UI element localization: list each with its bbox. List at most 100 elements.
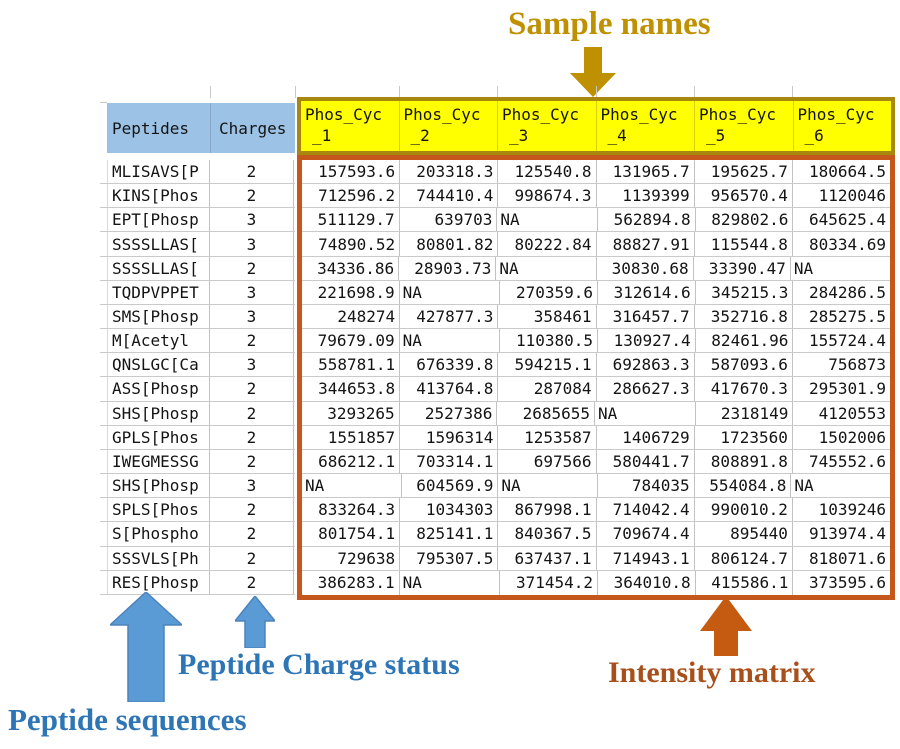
intensity-cell[interactable]: 82461.96 bbox=[696, 329, 794, 353]
intensity-cell[interactable]: NA bbox=[595, 401, 696, 425]
intensity-cell[interactable]: 1253587 bbox=[498, 425, 597, 449]
intensity-cell[interactable]: 386283.1 bbox=[302, 570, 400, 595]
intensity-cell[interactable]: 155724.4 bbox=[808, 331, 887, 351]
charge-cell[interactable]: 2 bbox=[210, 449, 294, 474]
intensity-cell[interactable]: 825141.1 bbox=[400, 522, 499, 546]
charge-cell[interactable]: 3 bbox=[210, 232, 294, 256]
intensity-cell[interactable]: 840367.5 bbox=[498, 522, 597, 546]
peptide-cell[interactable]: SHS[Phosp bbox=[107, 401, 210, 425]
intensity-cell[interactable]: 284286.5 bbox=[808, 282, 887, 302]
intensity-cell[interactable]: 744410.4 bbox=[400, 184, 499, 208]
intensity-cell[interactable]: 511129.7 bbox=[302, 208, 400, 232]
intensity-cell[interactable]: 697566 bbox=[498, 449, 597, 474]
intensity-cell[interactable]: 1723560 bbox=[695, 425, 793, 449]
intensity-cell[interactable]: 709674.4 bbox=[597, 522, 695, 546]
intensity-cell[interactable]: 3293265 bbox=[302, 401, 400, 425]
intensity-cell[interactable]: 587093.6 bbox=[695, 353, 793, 377]
charge-cell[interactable]: 2 bbox=[210, 546, 294, 570]
intensity-cell[interactable]: 1120046 bbox=[818, 186, 887, 206]
intensity-cell[interactable]: 352716.8 bbox=[695, 304, 793, 329]
charge-cell[interactable]: 3 bbox=[210, 304, 294, 329]
peptide-cell[interactable]: SSSSLLAS[ bbox=[107, 256, 210, 280]
intensity-cell[interactable]: 33390.47 bbox=[694, 256, 791, 280]
charge-cell[interactable]: 2 bbox=[210, 570, 294, 594]
charges-column-header[interactable]: Charges bbox=[210, 103, 295, 153]
intensity-cell[interactable]: 80334.69 bbox=[808, 234, 887, 254]
intensity-cell[interactable]: 131965.7 bbox=[597, 160, 695, 184]
peptide-cell[interactable]: IWEGMESSG bbox=[107, 449, 210, 474]
intensity-cell[interactable]: 913974.4 bbox=[808, 524, 887, 544]
peptides-column-header[interactable]: Peptides bbox=[112, 118, 190, 138]
intensity-cell[interactable]: NA bbox=[302, 474, 402, 498]
charge-cell[interactable]: 2 bbox=[210, 522, 294, 546]
intensity-cell[interactable]: 74890.52 bbox=[302, 232, 401, 256]
intensity-cell[interactable]: 34336.86 bbox=[302, 256, 400, 280]
charge-cell[interactable]: 2 bbox=[210, 184, 294, 208]
intensity-cell[interactable]: 801754.1 bbox=[302, 522, 401, 546]
intensity-cell[interactable]: NA bbox=[400, 280, 501, 304]
intensity-cell[interactable]: 714042.4 bbox=[597, 498, 695, 522]
peptide-cell[interactable]: SPLS[Phos bbox=[107, 498, 210, 522]
intensity-cell[interactable]: 28903.73 bbox=[399, 256, 497, 280]
intensity-cell[interactable]: 110380.5 bbox=[500, 329, 599, 353]
charge-cell[interactable]: 3 bbox=[210, 208, 294, 232]
peptide-cell[interactable]: S[Phospho bbox=[107, 522, 210, 546]
intensity-cell[interactable]: 829802.6 bbox=[696, 208, 794, 232]
peptide-cell[interactable]: SHS[Phosp bbox=[107, 474, 210, 498]
intensity-cell[interactable]: 80222.84 bbox=[498, 232, 597, 256]
intensity-cell[interactable]: 285275.5 bbox=[808, 307, 887, 327]
intensity-cell[interactable]: 427877.3 bbox=[400, 304, 499, 329]
intensity-cell[interactable]: 562894.8 bbox=[598, 208, 696, 232]
intensity-cell[interactable]: NA bbox=[400, 329, 501, 353]
intensity-cell[interactable]: 1406729 bbox=[597, 425, 695, 449]
charge-cell[interactable]: 2 bbox=[210, 256, 294, 280]
sample-column-header[interactable]: Phos_Cyc_2 bbox=[398, 101, 498, 151]
intensity-cell[interactable]: 806124.7 bbox=[695, 546, 793, 570]
intensity-cell[interactable]: 345215.3 bbox=[696, 280, 794, 304]
sample-column-header[interactable]: Phos_Cyc_3 bbox=[497, 101, 596, 151]
charge-cell[interactable]: 2 bbox=[210, 160, 294, 184]
peptide-cell[interactable]: MLISAVS[P bbox=[107, 160, 210, 184]
sample-column-header[interactable]: Phos_Cyc_1 bbox=[305, 105, 383, 145]
intensity-cell[interactable]: 295301.9 bbox=[808, 379, 887, 399]
intensity-cell[interactable]: NA bbox=[498, 474, 599, 498]
intensity-cell[interactable]: 729638 bbox=[302, 546, 401, 570]
intensity-cell[interactable]: 79679.09 bbox=[302, 329, 400, 353]
intensity-cell[interactable]: 88827.91 bbox=[597, 232, 695, 256]
intensity-cell[interactable]: 795307.5 bbox=[400, 546, 499, 570]
intensity-cell[interactable]: 80801.82 bbox=[400, 232, 499, 256]
intensity-cell[interactable]: 714943.1 bbox=[597, 546, 695, 570]
intensity-cell[interactable]: 895440 bbox=[695, 522, 793, 546]
intensity-cell[interactable]: 115544.8 bbox=[695, 232, 793, 256]
charge-cell[interactable]: 2 bbox=[210, 425, 294, 449]
peptide-cell[interactable]: GPLS[Phos bbox=[107, 425, 210, 449]
charge-cell[interactable]: 2 bbox=[210, 498, 294, 522]
intensity-cell[interactable]: 1596314 bbox=[400, 425, 499, 449]
intensity-cell[interactable]: NA bbox=[793, 258, 814, 278]
intensity-cell[interactable]: 180664.5 bbox=[808, 162, 887, 182]
peptide-cell[interactable]: M[Acetyl bbox=[107, 329, 210, 353]
charge-cell[interactable]: 3 bbox=[210, 280, 294, 304]
intensity-cell[interactable]: 371454.2 bbox=[500, 570, 599, 595]
intensity-cell[interactable]: 203318.3 bbox=[400, 160, 499, 184]
intensity-cell[interactable]: 784035 bbox=[598, 474, 695, 498]
intensity-cell[interactable]: 364010.8 bbox=[598, 570, 696, 595]
intensity-cell[interactable]: 745552.6 bbox=[808, 451, 887, 471]
intensity-cell[interactable]: 645625.4 bbox=[808, 210, 887, 230]
intensity-cell[interactable]: 286627.3 bbox=[597, 377, 695, 401]
intensity-cell[interactable]: 558781.1 bbox=[302, 353, 401, 377]
intensity-cell[interactable]: 344653.8 bbox=[302, 377, 401, 401]
peptide-cell[interactable]: ASS[Phosp bbox=[107, 377, 210, 401]
intensity-cell[interactable]: 413764.8 bbox=[400, 377, 499, 401]
sample-column-header[interactable]: Phos_Cyc_4 bbox=[595, 101, 695, 151]
intensity-cell[interactable]: 1551857 bbox=[302, 425, 401, 449]
intensity-cell[interactable]: 833264.3 bbox=[302, 498, 401, 522]
intensity-cell[interactable]: 956570.4 bbox=[695, 184, 793, 208]
charge-cell[interactable]: 2 bbox=[210, 377, 294, 401]
peptide-cell[interactable]: TQDPVPPET bbox=[107, 280, 210, 304]
intensity-cell[interactable]: 2318149 bbox=[696, 401, 794, 425]
intensity-cell[interactable]: 637437.1 bbox=[498, 546, 597, 570]
charge-cell[interactable]: 3 bbox=[210, 353, 294, 377]
intensity-cell[interactable]: 990010.2 bbox=[695, 498, 793, 522]
charge-cell[interactable]: 3 bbox=[210, 474, 294, 498]
